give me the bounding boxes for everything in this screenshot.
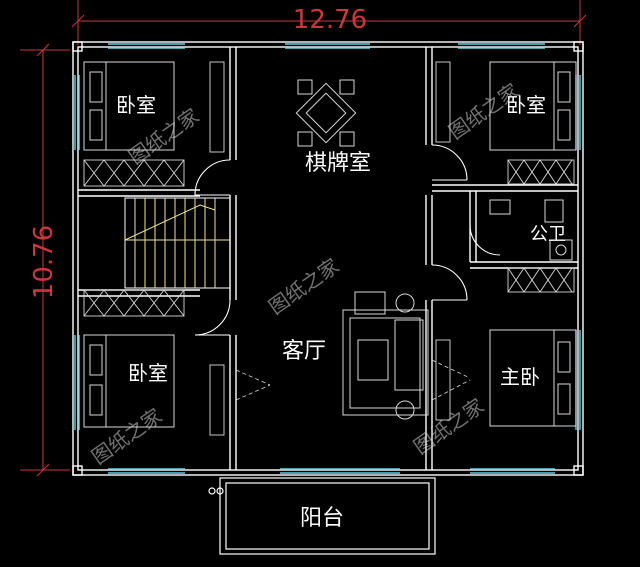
height-dimension-label: 10.76 — [29, 225, 59, 299]
bedroom-top-left-label: 卧室 — [116, 93, 156, 117]
door-swings — [194, 144, 501, 336]
beds — [83, 61, 577, 428]
master-bedroom-label: 主卧 — [500, 365, 540, 389]
watermark-3: 图纸之家 — [264, 254, 343, 320]
balcony-label: 阳台 — [300, 506, 344, 531]
outer-walls — [72, 41, 584, 476]
staircase — [124, 197, 231, 289]
bedroom-top-right-label: 卧室 — [506, 93, 546, 117]
dimension-lines — [20, 0, 587, 477]
bedroom-bottom-left-label: 卧室 — [128, 361, 168, 385]
watermark-4: 图纸之家 — [87, 404, 166, 470]
width-dimension-label: 12.76 — [293, 5, 367, 35]
chess-room-label: 棋牌室 — [305, 151, 371, 176]
chess-table — [295, 79, 357, 147]
bathroom-fixtures — [489, 199, 573, 261]
door-indicators — [235, 359, 471, 401]
watermark-5: 图纸之家 — [409, 394, 488, 460]
public-bathroom-label: 公卫 — [530, 224, 566, 245]
balcony-outline — [208, 477, 436, 555]
wardrobe-hatching — [83, 61, 575, 436]
living-room-label: 客厅 — [282, 339, 326, 364]
sofa-set — [342, 291, 429, 420]
